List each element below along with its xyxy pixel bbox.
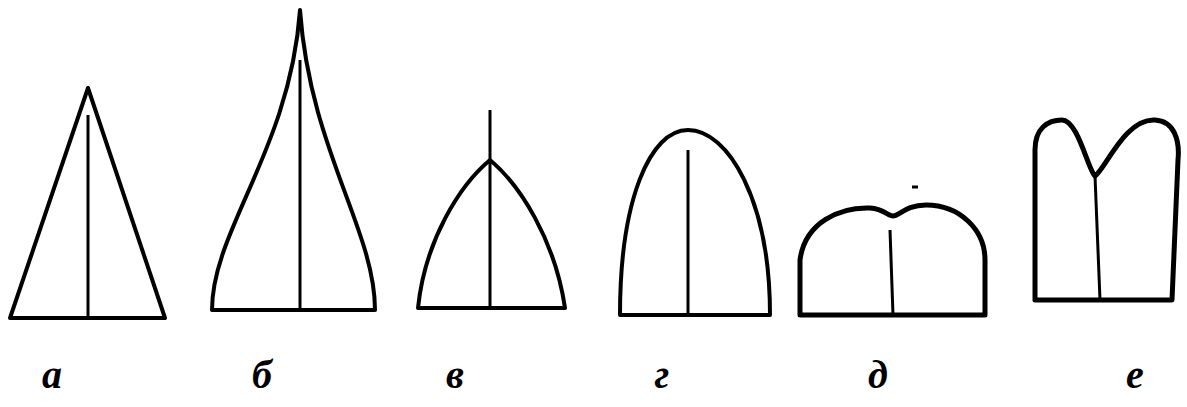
leaf-midrib	[1095, 176, 1100, 300]
leaf-outline	[1035, 120, 1178, 300]
leaf-midrib	[687, 150, 690, 315]
leaf-midrib	[87, 115, 90, 318]
leaf-outline	[800, 205, 985, 315]
figure-letter: г	[655, 355, 670, 395]
figure-letter: а	[42, 355, 62, 395]
figure-letter: е	[1126, 355, 1144, 395]
leaf-outline	[212, 10, 375, 310]
leaf-midrib	[890, 230, 893, 315]
leaf-midrib	[489, 110, 492, 308]
leaf-outline	[620, 130, 770, 315]
leaf-outline	[10, 88, 165, 318]
figure-letter: в	[446, 355, 464, 395]
figure-letter: б	[252, 355, 272, 395]
leaf-midrib	[299, 60, 302, 310]
figure-letter: д	[868, 355, 888, 395]
mark	[912, 186, 918, 189]
